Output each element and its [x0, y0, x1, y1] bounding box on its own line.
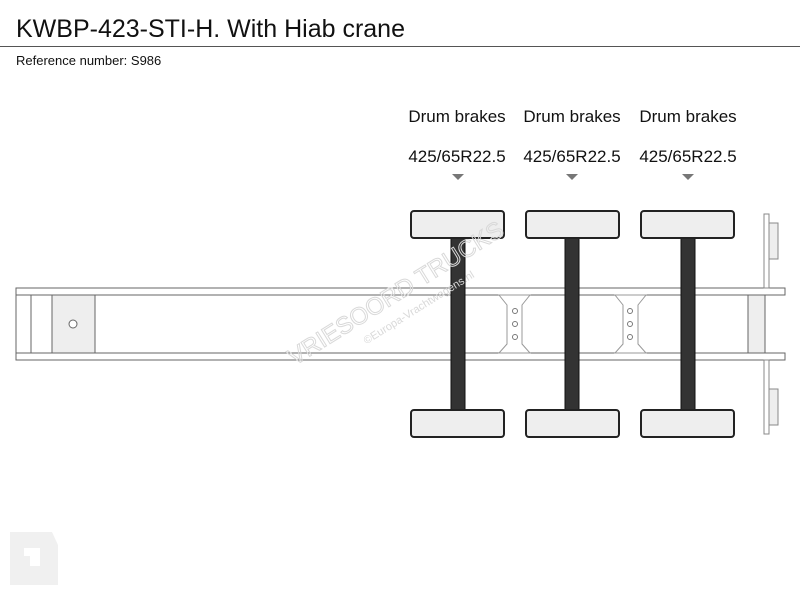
reference-number: Reference number: S986	[16, 53, 162, 68]
axle-3-wheel-top	[640, 210, 735, 239]
axle-3-marker-icon	[682, 174, 694, 180]
axle-1-tyres: 425/65R22.5	[408, 147, 506, 166]
rear-light-brackets	[763, 213, 779, 435]
axle-bracket-right	[613, 294, 648, 354]
axle-2-tyres: 425/65R22.5	[523, 147, 621, 166]
axle-3	[640, 174, 735, 438]
axle-3-bar	[680, 237, 696, 411]
chassis-top-rail	[15, 287, 786, 296]
axle-3-wheel-bottom	[640, 409, 735, 438]
rear-crossmember	[747, 294, 766, 354]
rear-light-bottom	[768, 388, 779, 426]
chassis-bottom-rail	[15, 352, 786, 361]
chassis-frame	[15, 287, 786, 361]
axle-2-brakes: Drum brakes	[523, 107, 621, 126]
axle-3-brakes: Drum brakes	[639, 107, 737, 126]
axle-1-wheel-top	[410, 210, 505, 239]
corner-badge-icon	[10, 532, 58, 585]
axle-2-wheel-bottom	[525, 409, 620, 438]
axle-1-brakes: Drum brakes	[408, 107, 506, 126]
axle-1-wheel-bottom	[410, 409, 505, 438]
axle-2-wheel-top	[525, 210, 620, 239]
title-divider	[0, 46, 800, 47]
axle-2	[525, 174, 620, 438]
page-title: KWBP-423-STI-H. With Hiab crane	[16, 15, 405, 43]
axle-2-bar	[564, 237, 580, 411]
axle-bracket-left	[497, 294, 532, 354]
axle-1-marker-icon	[452, 174, 464, 180]
axle-1	[410, 174, 505, 438]
rear-bracket-bottom	[763, 359, 770, 435]
rear-light-top	[768, 222, 779, 260]
kingpin-icon	[68, 319, 78, 329]
axle-2-marker-icon	[566, 174, 578, 180]
axle-3-tyres: 425/65R22.5	[639, 147, 737, 166]
rear-bracket-top	[763, 213, 770, 289]
